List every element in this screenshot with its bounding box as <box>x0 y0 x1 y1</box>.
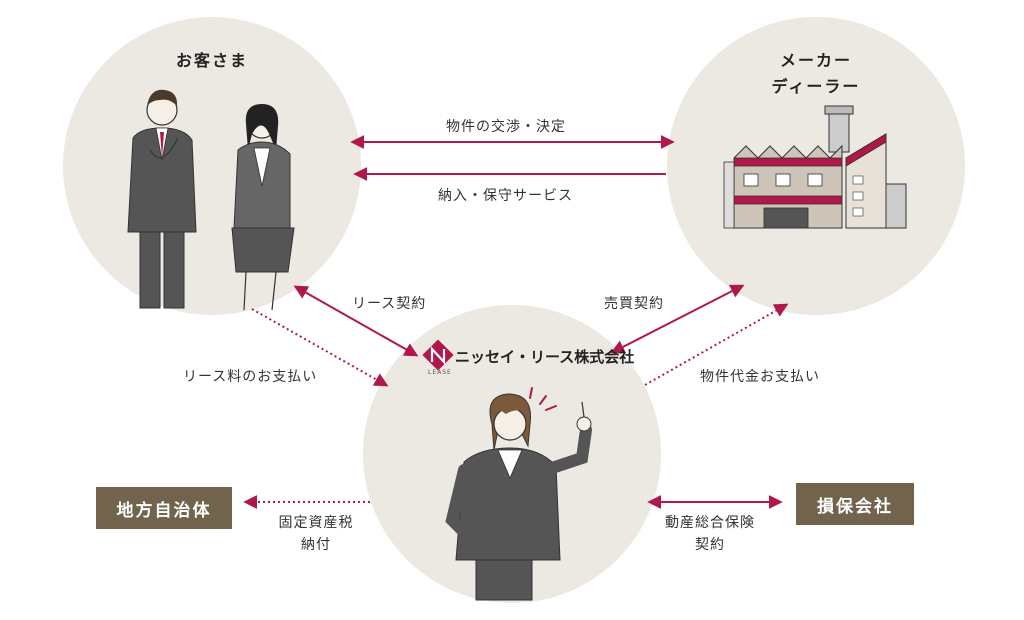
negotiation-label: 物件の交渉・決定 <box>446 119 566 135</box>
nissay-lease-logo-mark <box>422 339 454 371</box>
insurance-contract-label-line2: 契約 <box>695 537 725 553</box>
tax-payment-label-line2: 納付 <box>301 537 331 553</box>
maker-title-line1: メーカー <box>779 51 852 70</box>
lease-payment-arrow <box>251 308 389 387</box>
customer-circle <box>63 17 361 315</box>
insurance-contract-label: 動産総合保険 契約 <box>650 512 770 556</box>
logo-sub-text: LEASE <box>428 369 452 376</box>
delivery-label: 納入・保守サービス <box>438 188 573 204</box>
sales-contract-arrow <box>610 284 745 354</box>
tax-payment-label-line1: 固定資産税 <box>278 515 354 531</box>
property-payment-arrow <box>644 303 789 386</box>
property-payment-label: 物件代金お支払い <box>700 369 820 385</box>
sales-contract-label: 売買契約 <box>604 296 664 312</box>
company-name: ニッセイ・リース株式会社 <box>455 348 635 366</box>
insurer-box: 損保会社 <box>796 483 914 525</box>
customer-title: お客さま <box>175 51 248 70</box>
lease-contract-label: リース契約 <box>352 296 427 312</box>
government-box: 地方自治体 <box>96 487 232 529</box>
lease-payment-label: リース料のお支払い <box>183 369 318 385</box>
tax-payment-label: 固定資産税 納付 <box>266 512 366 556</box>
maker-title-line2: ディーラー <box>771 77 861 96</box>
businessman-illustration <box>127 89 197 309</box>
lease-contract-arrow <box>293 285 419 357</box>
factory-illustration <box>723 105 907 229</box>
presenter-woman-illustration <box>445 387 592 601</box>
businesswoman-illustration <box>231 104 295 311</box>
insurance-contract-label-line1: 動産総合保険 <box>665 515 755 531</box>
maker-title: メーカー ディーラー <box>756 48 876 100</box>
